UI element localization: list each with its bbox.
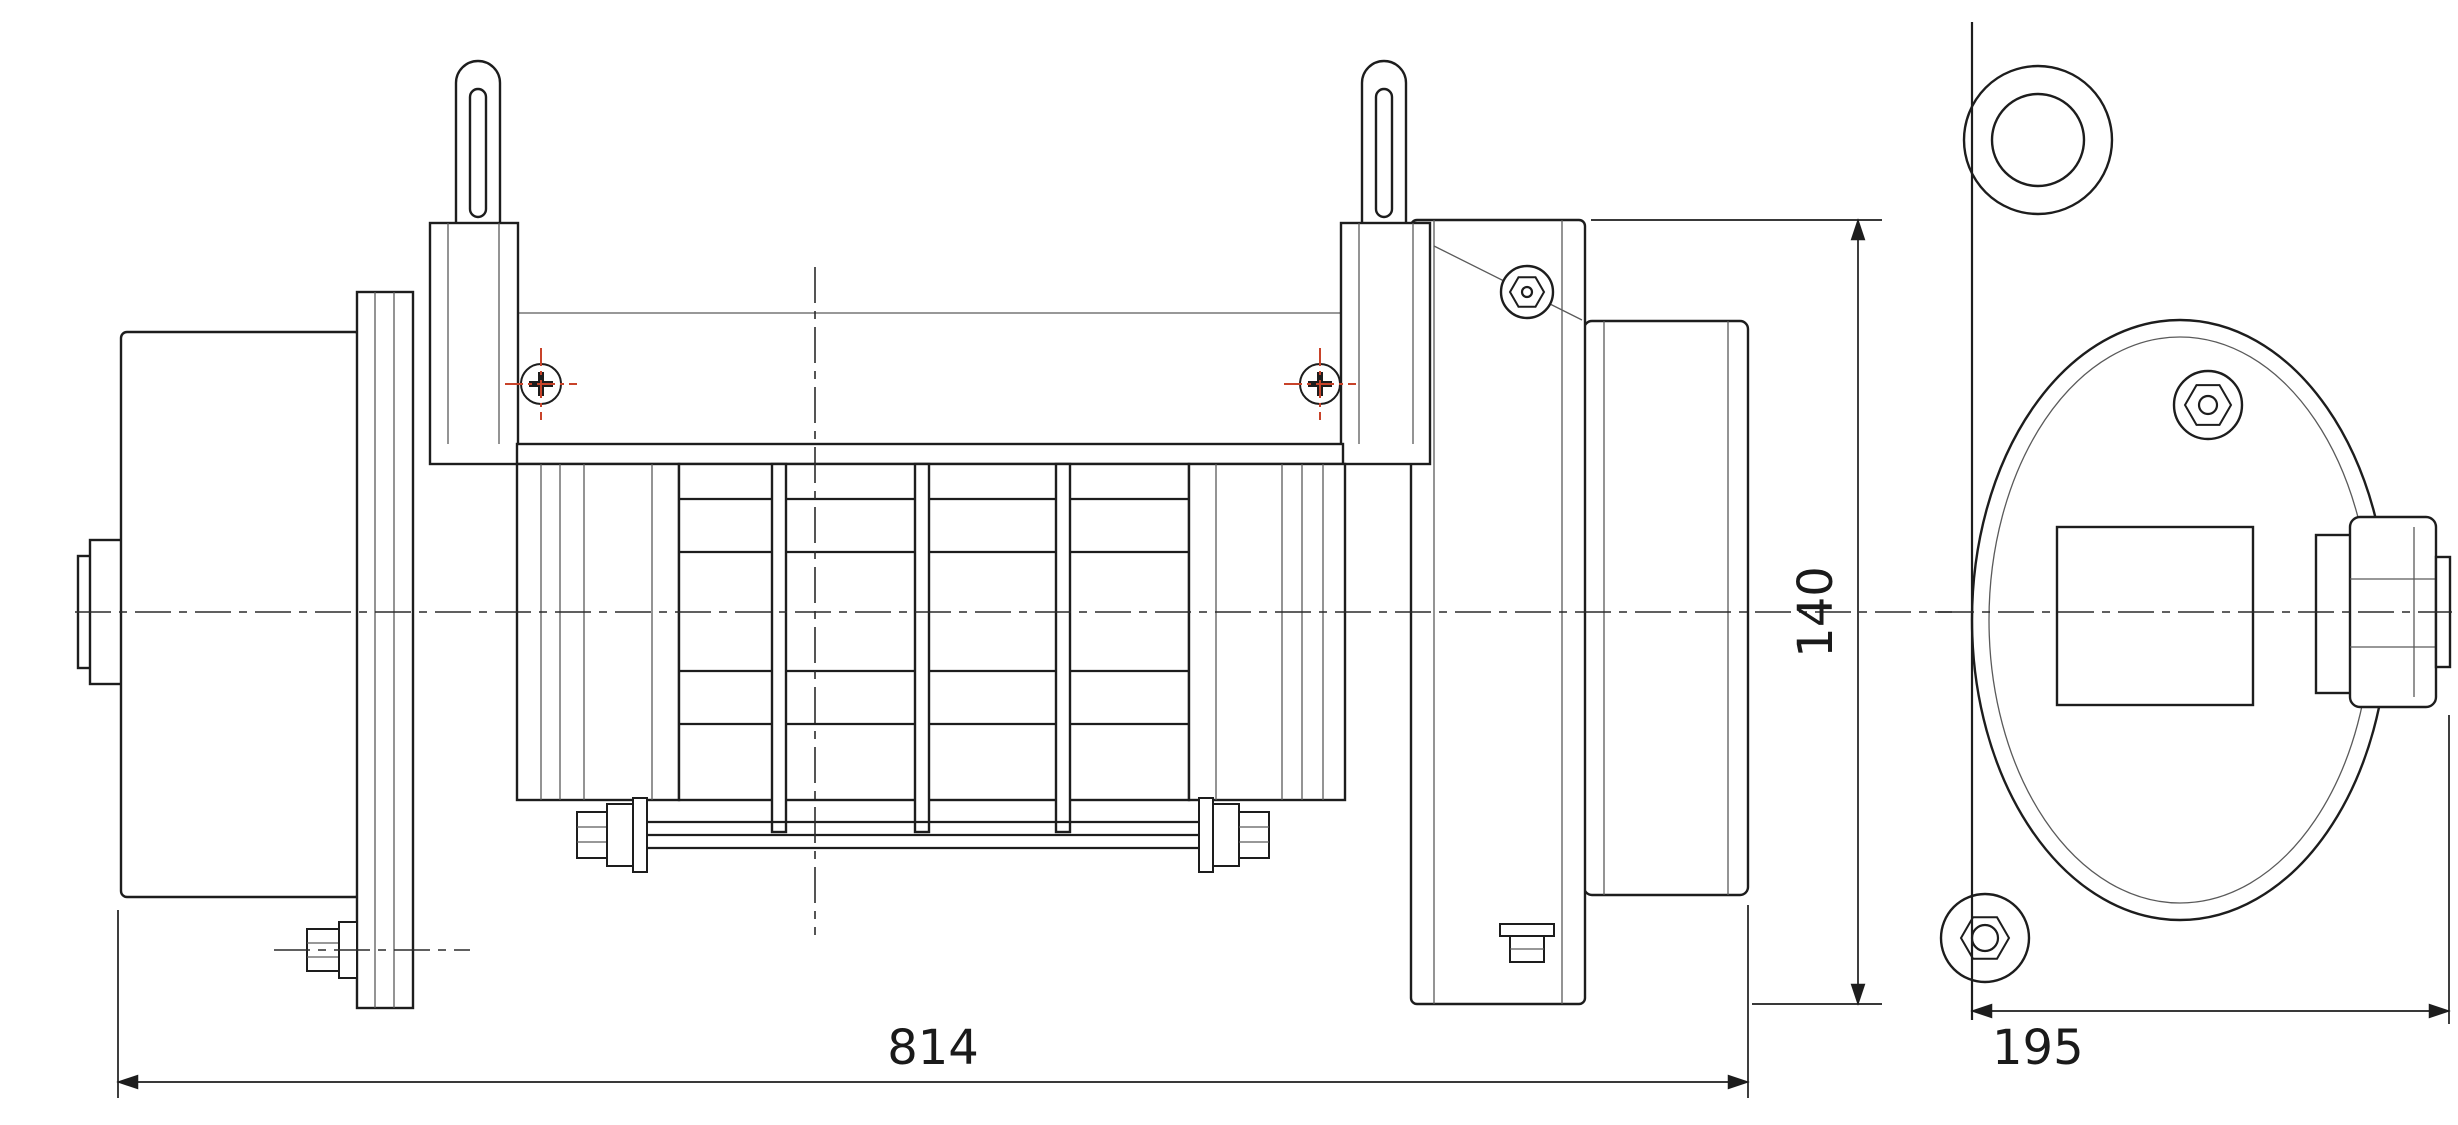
shaft-end-assembly <box>2314 515 2452 709</box>
end-view: 195 <box>1938 22 2452 1076</box>
hanger-bracket-right <box>1339 221 1432 466</box>
gearbox-bracket-plate <box>1409 218 1587 1006</box>
tie-rods <box>576 797 1270 873</box>
housing-bolt-lower-left <box>1939 892 2031 984</box>
top-tie-plate <box>515 442 1345 466</box>
drum-flange-right <box>1187 462 1347 802</box>
hanger-bracket-left <box>428 221 520 466</box>
center-boss-block <box>2055 525 2255 707</box>
centerlines-front <box>75 267 1952 951</box>
dimension-overall-length: 814 <box>116 905 1750 1098</box>
gearbox-foot-bolt <box>1499 923 1555 963</box>
dimension-end-width: 195 <box>1970 715 2451 1076</box>
lifting-hook-left <box>454 59 502 237</box>
front-view: 814 140 <box>75 59 1952 1098</box>
motor-mounting-flange <box>355 290 415 1010</box>
drum-cage <box>677 462 1191 802</box>
dimension-end-width-label: 195 <box>1992 1020 2084 1076</box>
drum-cage-bars <box>770 462 1072 834</box>
drum-flange-left <box>515 462 681 802</box>
gearbox-ear-bolt <box>1499 264 1555 320</box>
dimension-height: 140 <box>1591 218 1882 1006</box>
dimension-height-label: 140 <box>1788 566 1844 658</box>
lifting-hook-right <box>1360 59 1408 237</box>
gearbox-outer-housing <box>1582 319 1750 897</box>
lifting-ring <box>1962 64 2114 216</box>
housing-bolt-upper-right <box>2172 369 2244 441</box>
motor-housing <box>119 330 363 899</box>
dimension-overall-length-label: 814 <box>887 1020 979 1076</box>
